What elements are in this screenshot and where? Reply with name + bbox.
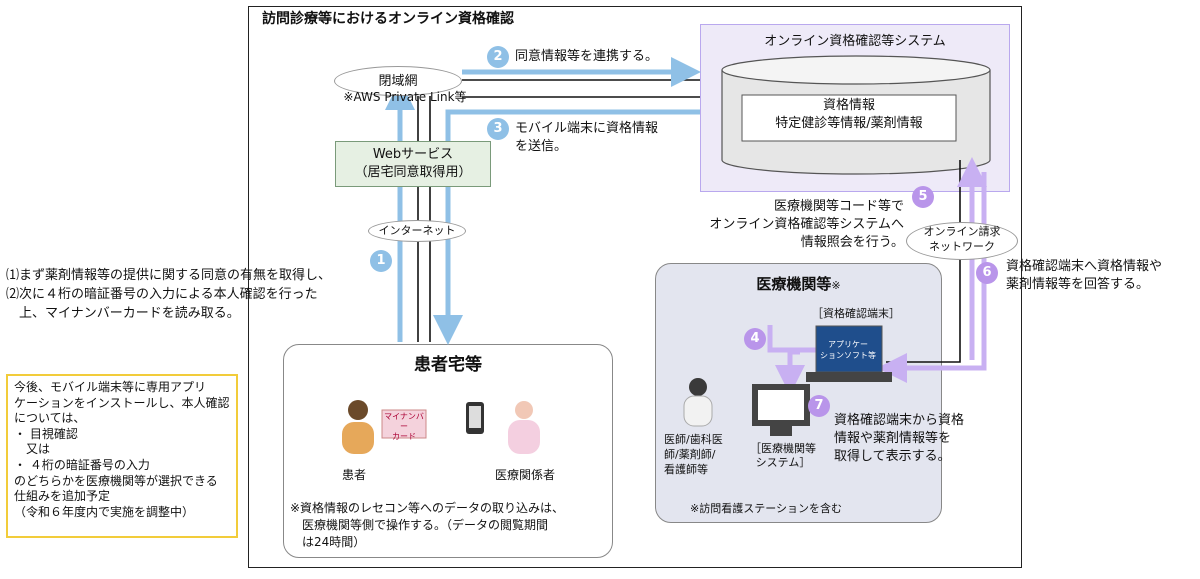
database-cylinder (721, 55, 991, 175)
doctor-icon (683, 378, 713, 427)
smartphone-icon (466, 402, 484, 434)
monitor-icon (752, 384, 810, 436)
db-line2: 特定健診等情報/薬剤情報 (775, 116, 923, 131)
main-frame (248, 6, 1022, 568)
step-5-text: 医療機関等コード等で オンライン資格確認等システムへ 情報照会を行う。 (709, 199, 904, 250)
page-title: 訪問診療等におけるオンライン資格確認 (262, 11, 514, 27)
callout-text: 今後、モバイル端末等に専用アプリ ケーションをインストールし、本人確認 について… (14, 380, 230, 519)
software-label: アプリケー ションソフト等 (818, 336, 878, 366)
db-line1: 資格情報 (822, 98, 875, 113)
step-2-text: 同意情報等を連携する。 (515, 49, 659, 64)
web-service-box: Webサービス （居宅同意取得用） (335, 141, 491, 187)
step-7-text: 資格確認端末から資格 情報や薬剤情報等を 取得して表示する。 (834, 413, 965, 464)
step-3-badge: 3 (487, 118, 509, 140)
patient-home-box (283, 344, 613, 558)
medical-note: ※訪問看護ステーションを含む (690, 502, 842, 515)
medical-staff-label: 医療関係者 (495, 468, 556, 482)
nurse-icon (508, 401, 540, 454)
closed-network-ellipse (334, 66, 462, 96)
medical-institution-title: 医療機関等※ (756, 275, 841, 293)
patient-person-icon (342, 400, 374, 454)
patient-label: 患者 (342, 468, 367, 482)
step-5-badge: 5 (912, 186, 934, 208)
step-6-badge: 6 (976, 262, 998, 284)
step-4-badge: 4 (744, 328, 766, 350)
mynumber-card-label: マイナンバー カード (384, 412, 424, 441)
mynumber-card-icon (381, 409, 427, 439)
closed-network-sublabel: ※AWS Private Link等 (343, 90, 467, 104)
step-7-badge: 7 (808, 395, 830, 417)
step-3-text: モバイル端末に資格情報 を送信。 (515, 121, 659, 154)
web-service-line2: （居宅同意取得用） (354, 165, 472, 180)
db-content: 資格情報 特定健診等情報/薬剤情報 (742, 97, 956, 133)
online-system-title: オンライン資格確認等システム (764, 34, 946, 49)
callout-box (6, 374, 238, 538)
procedure-text: ⑴まず薬剤情報等の提供に関する同意の有無を取得し、 ⑵次に４桁の暗証番号の入力に… (6, 268, 332, 321)
patient-home-title: 患者宅等 (414, 355, 482, 375)
institution-system-label: ［医療機関等 システム］ (750, 442, 816, 469)
internet-ellipse: インターネット (368, 220, 466, 242)
medical-staff-roles: 医師/歯科医 師/薬剤師/ 看護師等 (664, 433, 723, 476)
patient-note: ※資格情報のレセコン等へのデータの取り込みは、 医療機関等側で操作する。（データ… (290, 501, 565, 549)
step-1-badge: 1 (370, 250, 392, 272)
online-claim-label: オンライン請求 ネットワーク (923, 225, 1001, 253)
closed-network-label: 閉域網 (378, 74, 418, 89)
step-6-text: 資格確認端末へ資格情報や 薬剤情報等を回答する。 (1006, 259, 1163, 292)
web-service-line1: Webサービス (372, 147, 454, 162)
online-claim-ellipse (906, 222, 1018, 260)
step-2-badge: 2 (487, 46, 509, 68)
terminal-label: ［資格確認端末］ (812, 307, 900, 320)
